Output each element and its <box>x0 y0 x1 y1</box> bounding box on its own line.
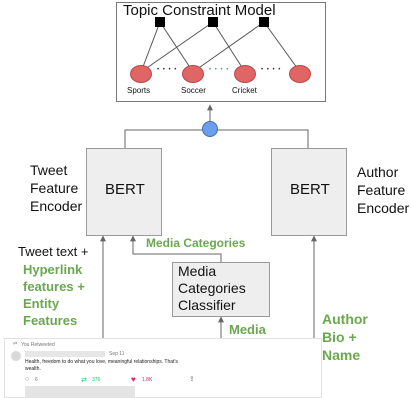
classifier-label-line-1: Media <box>178 263 217 279</box>
tweet-text-line-1: Health, freedom to do what you love, mea… <box>25 359 178 365</box>
tweet-inputs-line-hyperlink: Hyperlink <box>23 262 83 277</box>
share-icon[interactable]: ⇪ <box>189 376 195 383</box>
tweet-encoder-label-line-3: Encoder <box>30 198 83 214</box>
classifier-label-line-2: Categories <box>178 280 246 296</box>
retweet-header: You Retweeted <box>21 342 55 348</box>
topic-node <box>289 65 311 83</box>
tweet-encoder-label-line-2: Feature <box>30 180 79 196</box>
author-inputs-line-1: Author <box>322 311 368 327</box>
topic-label-soccer: Soccer <box>181 86 206 95</box>
tweet-inputs-line-entity: Entity <box>23 296 60 311</box>
topic-ellipsis: • • • • <box>157 67 178 73</box>
media-categories-label: Media Categories <box>146 236 246 250</box>
media-label: Media <box>229 322 266 337</box>
topic-ellipsis: • • • • <box>209 67 230 73</box>
author-inputs-line-3: Name <box>322 347 361 363</box>
tweet-inputs-first-line: Tweet text + <box>18 244 89 259</box>
classifier-label-line-3: Classifier <box>178 297 236 313</box>
retweet-icon: ⇄ <box>13 341 18 347</box>
author-bert-box <box>271 148 347 236</box>
tweet-inputs-line-features: features + <box>23 279 85 294</box>
topic-constraint-square <box>208 17 218 27</box>
author-encoder-label-line-3: Encoder <box>357 200 410 216</box>
tweet-text-line-2: wealth. <box>25 366 41 372</box>
tweet-encoder-label-line-1: Tweet <box>30 162 68 178</box>
author-encoder-label-line-2: Feature <box>357 182 406 198</box>
reply-count: 6 <box>35 377 38 383</box>
topic-constraint-square <box>259 17 269 27</box>
avatar <box>11 351 21 361</box>
redacted-bar <box>25 386 135 397</box>
author-encoder-label-line-1: Author <box>357 164 399 180</box>
topic-constraint-model-box <box>116 2 326 102</box>
author-name-redacted <box>25 351 105 357</box>
tweet-inputs-line-entity-features: Features <box>23 313 78 328</box>
merge-node <box>202 121 218 137</box>
topic-ellipsis: • • • • <box>261 67 282 73</box>
tweet-bert-box <box>86 148 162 236</box>
tweet-bert-label: BERT <box>105 181 145 198</box>
author-inputs-line-2: Bio + <box>322 329 357 345</box>
tweet-date: Sep 11 <box>109 351 125 357</box>
retweet-action-icon[interactable]: ⇄ <box>81 377 87 384</box>
like-count: 1.8K <box>142 377 153 383</box>
author-bert-label: BERT <box>290 181 330 198</box>
topic-label-sports: Sports <box>127 86 151 95</box>
topic-label-cricket: Cricket <box>232 86 257 95</box>
topic-node <box>130 65 152 83</box>
media-categories-classifier-box <box>172 262 270 317</box>
topic-model-title: Topic Constraint Model <box>123 2 276 19</box>
topic-node <box>234 65 256 83</box>
like-icon[interactable]: ♥ <box>131 375 136 384</box>
topic-node <box>182 65 204 83</box>
topic-graph-edges <box>140 21 301 73</box>
topic-constraint-square <box>155 17 165 27</box>
tweet-card[interactable]: ⇄ You Retweeted Sep 11 Health, freedom t… <box>4 338 322 398</box>
retweet-count: 376 <box>92 377 101 383</box>
reply-icon[interactable]: ○ <box>25 376 30 383</box>
